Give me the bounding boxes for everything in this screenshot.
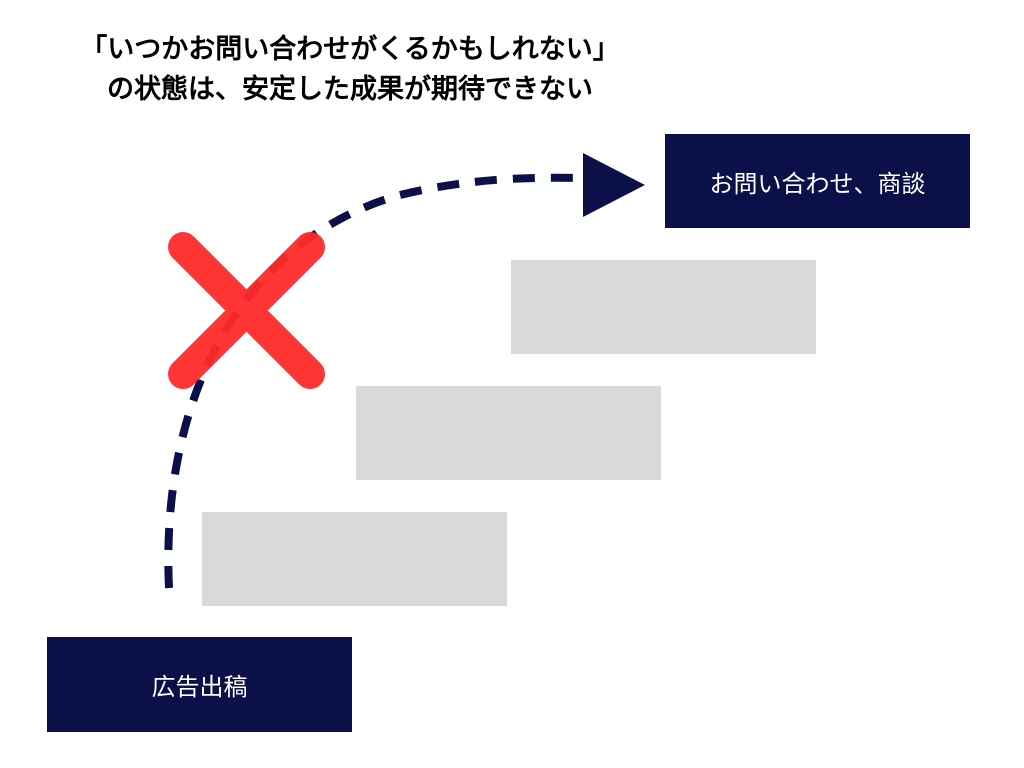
step-block-3: [511, 260, 816, 354]
step-block-2: [356, 386, 661, 480]
start-box-label: 広告出稿: [151, 673, 248, 701]
diagram-title-line-1: 「いつかお問い合わせがくるかもしれない」: [80, 34, 620, 65]
diagram-title-line-2: の状態は、安定した成果が期待できない: [107, 74, 593, 105]
cross-mark-icon: [168, 232, 325, 389]
dashed-curve-path: [164, 173, 581, 589]
end-box: お問い合わせ、商談: [665, 134, 970, 228]
step-block-1: [202, 512, 507, 606]
diagram-title: 「いつかお問い合わせがくるかもしれない」 の状態は、安定した成果が期待できない: [40, 30, 660, 110]
end-box-label: お問い合わせ、商談: [709, 169, 926, 198]
arrowhead-icon: [583, 153, 645, 217]
start-box: 広告出稿: [47, 637, 352, 732]
